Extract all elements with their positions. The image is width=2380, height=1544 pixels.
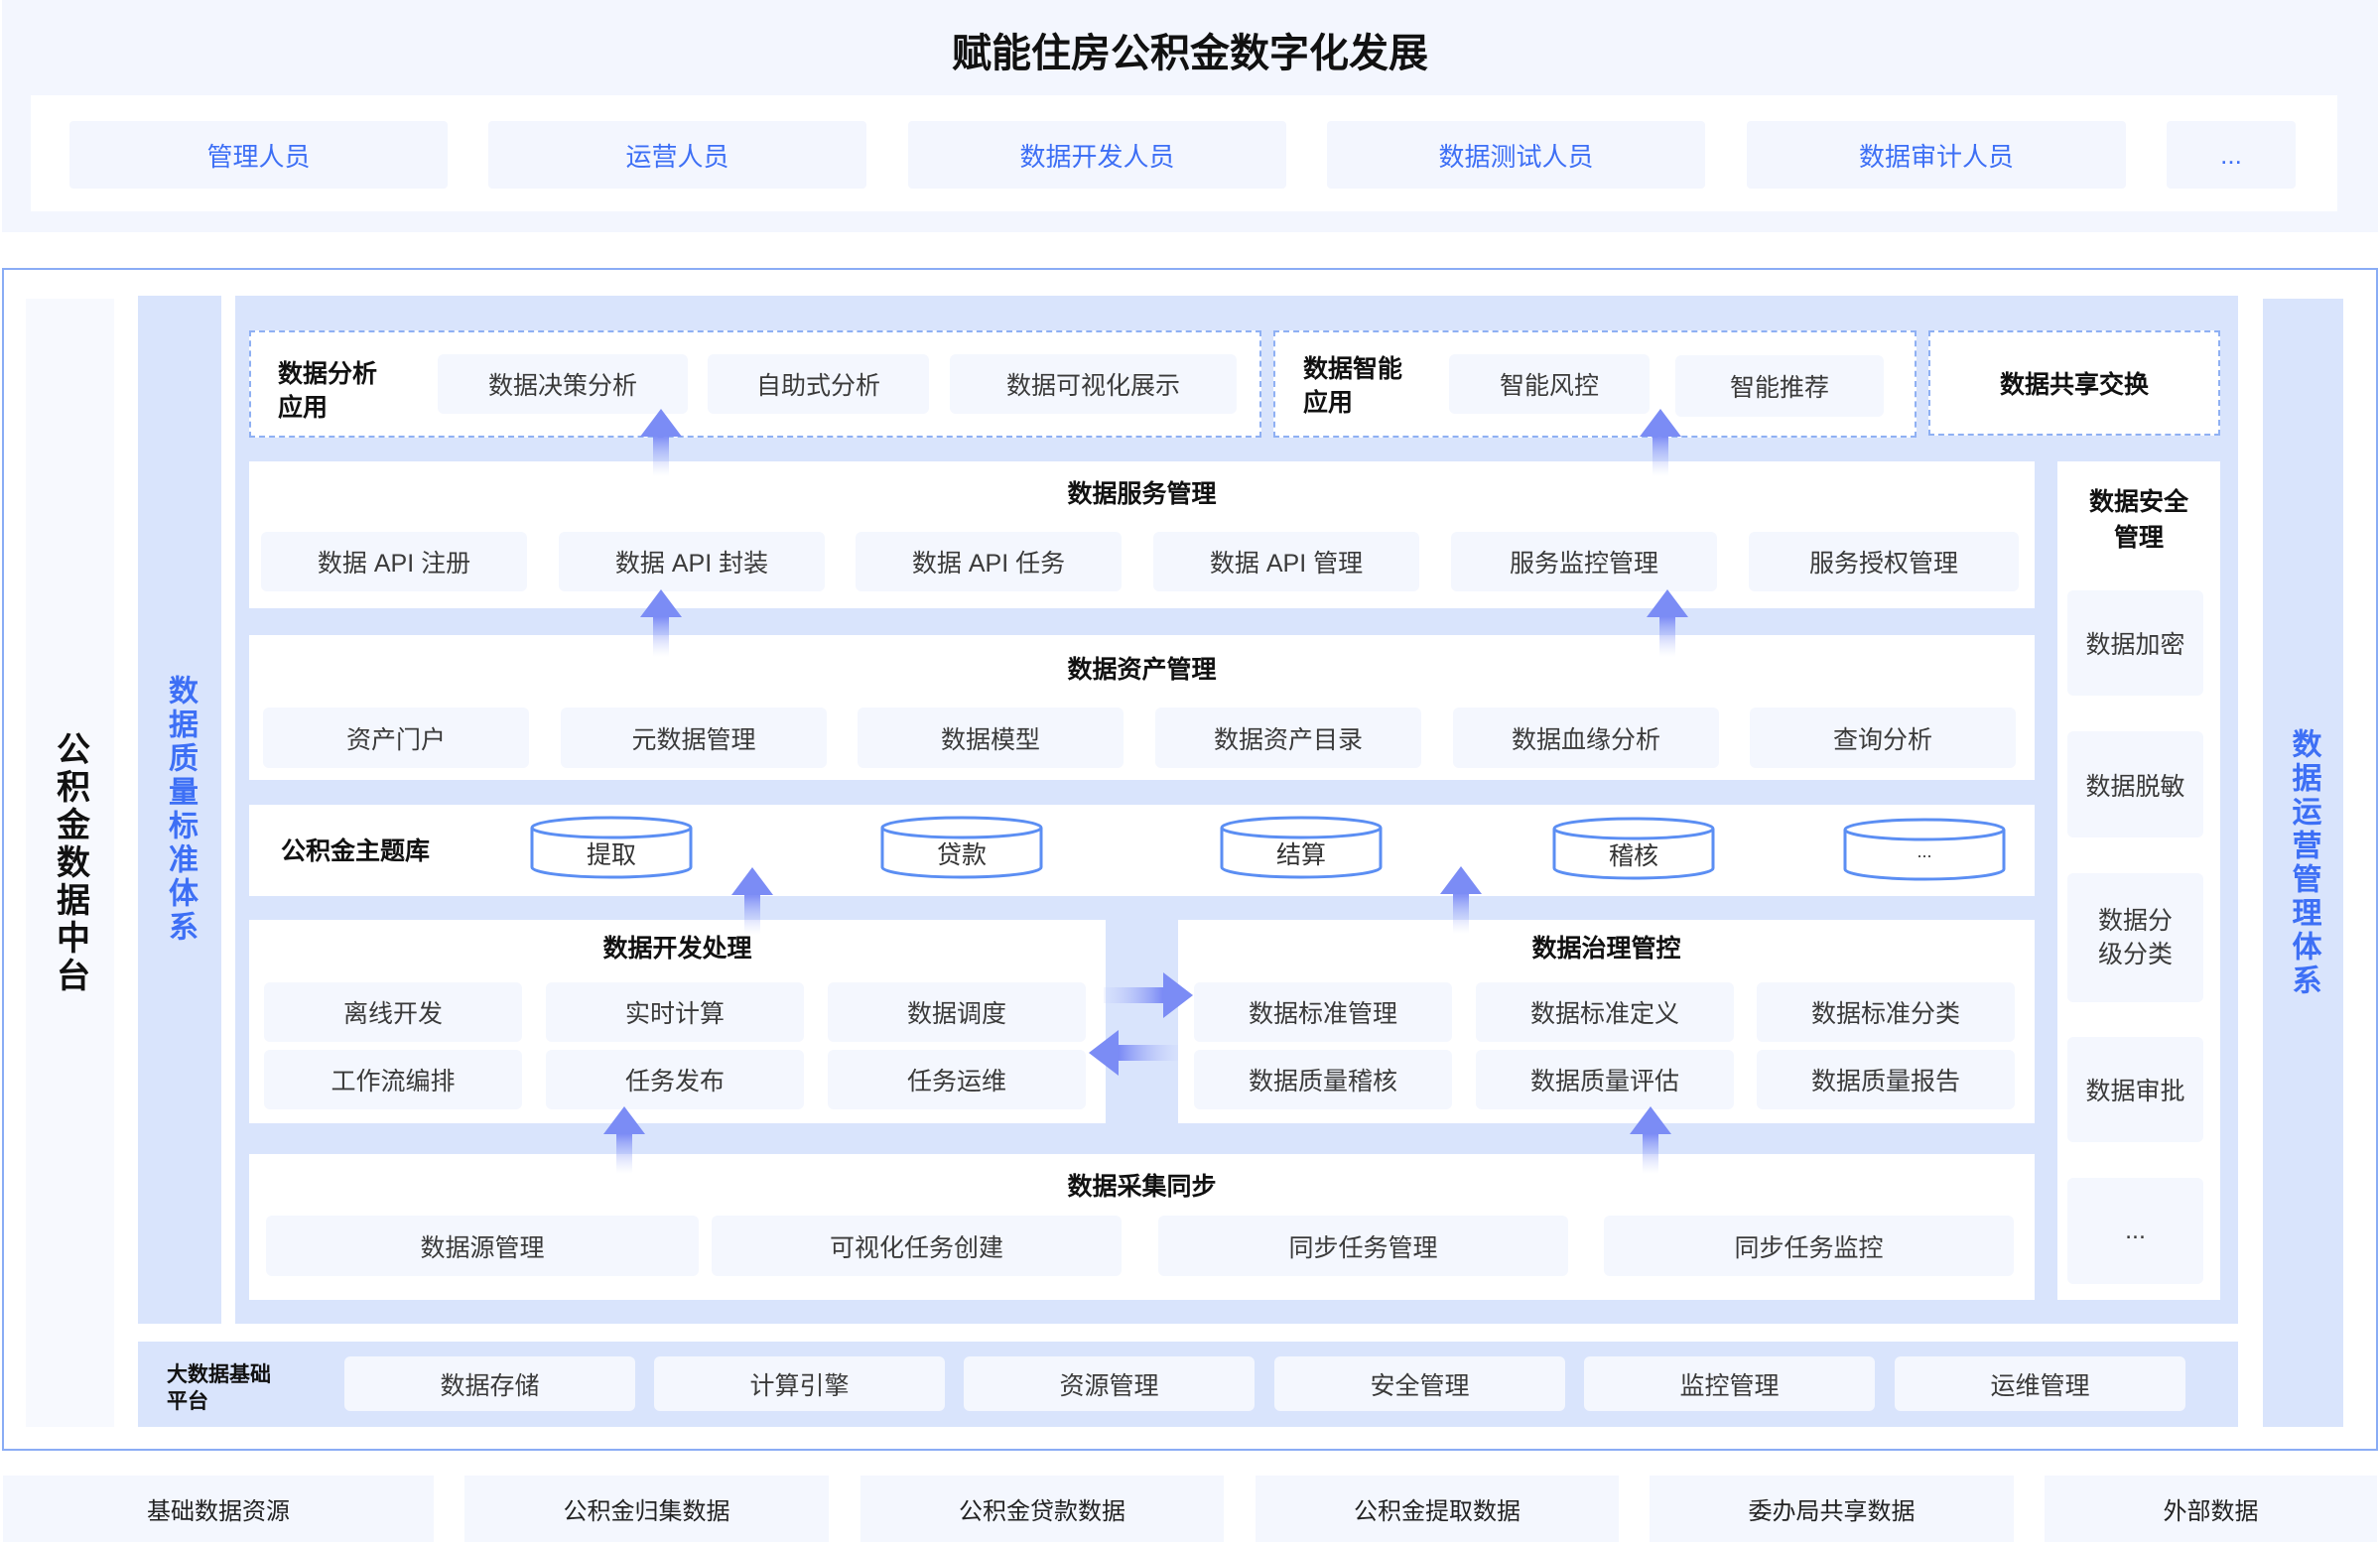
service-item[interactable]: 服务监控管理	[1451, 532, 1717, 591]
theme-label: 提取	[586, 841, 636, 869]
service-item[interactable]: 数据 API 封装	[559, 532, 825, 591]
infra-item[interactable]: 运维管理	[1895, 1356, 2185, 1411]
asset-title: 数据资产管理	[1067, 656, 1217, 684]
gov-item[interactable]: 数据质量报告	[1757, 1050, 2015, 1109]
dev-item[interactable]: 工作流编排	[264, 1050, 522, 1109]
arrow-up-icon	[731, 867, 773, 935]
theme-db-loan[interactable]: 贷款	[880, 816, 1043, 879]
infra-title: 大数据基础平台	[167, 1363, 271, 1413]
service-panel	[249, 461, 2035, 608]
gov-item[interactable]: 数据标准管理	[1194, 982, 1452, 1042]
arrow-up-icon	[640, 589, 682, 657]
dev-item[interactable]: 任务发布	[546, 1050, 804, 1109]
collect-item[interactable]: 同步任务监控	[1604, 1216, 2014, 1276]
arrow-up-icon	[1647, 589, 1688, 657]
asset-item[interactable]: 资产门户	[263, 708, 529, 768]
theme-label: 结算	[1275, 841, 1326, 869]
asset-item[interactable]: 元数据管理	[561, 708, 827, 768]
gov-title: 数据治理管控	[1531, 935, 1681, 963]
service-title: 数据服务管理	[1067, 480, 1217, 508]
collect-item[interactable]: 数据源管理	[266, 1216, 699, 1276]
theme-title: 公积金主题库	[281, 837, 431, 865]
security-item[interactable]: 数据分级分类	[2067, 873, 2203, 1002]
theme-db-settlement[interactable]: 结算	[1220, 816, 1383, 879]
source-item: 外部数据	[2045, 1476, 2377, 1542]
quality-standard-label: 数据质量标准体系	[164, 675, 197, 945]
dev-item[interactable]: 实时计算	[546, 982, 804, 1042]
theme-db-more[interactable]: ...	[1843, 818, 2006, 881]
operation-label: 数据运营管理体系	[2287, 727, 2320, 998]
platform-column: 公积金数据中台	[26, 299, 114, 1427]
role-admin: 管理人员	[69, 121, 448, 189]
arrow-left-icon	[1089, 1030, 1178, 1076]
collect-item[interactable]: 可视化任务创建	[712, 1216, 1122, 1276]
gov-item[interactable]: 数据标准定义	[1476, 982, 1734, 1042]
dev-item[interactable]: 任务运维	[828, 1050, 1086, 1109]
security-item[interactable]: 数据脱敏	[2067, 731, 2203, 837]
platform-label: 公积金数据中台	[51, 730, 89, 995]
data-share-exchange[interactable]: 数据共享交换	[1928, 330, 2220, 436]
role-developer: 数据开发人员	[908, 121, 1286, 189]
source-item: 公积金贷款数据	[860, 1476, 1224, 1542]
collect-title: 数据采集同步	[1067, 1173, 1217, 1201]
arrow-right-icon	[1104, 972, 1193, 1018]
theme-label: 稽核	[1608, 842, 1658, 870]
arrow-up-icon	[1640, 409, 1681, 476]
infra-item[interactable]: 监控管理	[1584, 1356, 1875, 1411]
asset-item[interactable]: 查询分析	[1750, 708, 2016, 768]
analysis-app-title: 数据分析应用	[278, 360, 378, 422]
gov-item[interactable]: 数据标准分类	[1757, 982, 2015, 1042]
infra-item[interactable]: 安全管理	[1274, 1356, 1565, 1411]
asset-item[interactable]: 数据资产目录	[1155, 708, 1421, 768]
gov-item[interactable]: 数据质量稽核	[1194, 1050, 1452, 1109]
smart-app-title: 数据智能应用	[1303, 355, 1403, 417]
role-operator: 运营人员	[488, 121, 866, 189]
infra-item[interactable]: 资源管理	[964, 1356, 1255, 1411]
service-item[interactable]: 数据 API 管理	[1153, 532, 1419, 591]
theme-label: 贷款	[936, 841, 987, 869]
quality-standard-column: 数据质量标准体系	[138, 296, 221, 1324]
security-item[interactable]: 数据加密	[2067, 590, 2203, 696]
app-self-analysis[interactable]: 自助式分析	[708, 354, 929, 414]
asset-item[interactable]: 数据血缘分析	[1453, 708, 1719, 768]
dev-title: 数据开发处理	[602, 935, 752, 963]
security-item[interactable]: ...	[2067, 1178, 2203, 1284]
app-visualization[interactable]: 数据可视化展示	[950, 354, 1237, 414]
source-item: 基础数据资源	[3, 1476, 434, 1542]
gov-item[interactable]: 数据质量评估	[1476, 1050, 1734, 1109]
app-decision-analysis[interactable]: 数据决策分析	[438, 354, 688, 414]
dev-item[interactable]: 离线开发	[264, 982, 522, 1042]
page-title: 赋能住房公积金数字化发展	[952, 32, 1428, 75]
arrow-up-icon	[1440, 866, 1482, 934]
theme-panel	[249, 805, 2035, 896]
source-item: 委办局共享数据	[1650, 1476, 2014, 1542]
security-item[interactable]: 数据审批	[2067, 1037, 2203, 1142]
collect-item[interactable]: 同步任务管理	[1158, 1216, 1568, 1276]
theme-label: ...	[1917, 840, 1932, 861]
asset-panel	[249, 635, 2035, 780]
service-item[interactable]: 数据 API 注册	[261, 532, 527, 591]
app-recommend[interactable]: 智能推荐	[1675, 355, 1884, 417]
app-risk-control[interactable]: 智能风控	[1449, 354, 1650, 414]
source-item: 公积金归集数据	[464, 1476, 829, 1542]
service-item[interactable]: 服务授权管理	[1749, 532, 2019, 591]
service-item[interactable]: 数据 API 任务	[856, 532, 1122, 591]
theme-db-withdraw[interactable]: 提取	[530, 816, 693, 879]
operation-column: 数据运营管理体系	[2263, 299, 2343, 1427]
arrow-up-icon	[1630, 1106, 1671, 1174]
platform-frame	[2, 268, 2378, 1451]
infra-item[interactable]: 计算引擎	[654, 1356, 945, 1411]
arrow-up-icon	[603, 1106, 645, 1174]
source-item: 公积金提取数据	[1256, 1476, 1619, 1542]
asset-item[interactable]: 数据模型	[858, 708, 1124, 768]
arrow-up-icon	[640, 409, 682, 476]
security-title: 数据安全管理	[2088, 488, 2188, 552]
role-tester: 数据测试人员	[1327, 121, 1705, 189]
role-auditor: 数据审计人员	[1747, 121, 2126, 189]
dev-item[interactable]: 数据调度	[828, 982, 1086, 1042]
theme-db-audit[interactable]: 稽核	[1552, 817, 1715, 880]
infra-item[interactable]: 数据存储	[344, 1356, 635, 1411]
role-more: ...	[2167, 121, 2296, 189]
